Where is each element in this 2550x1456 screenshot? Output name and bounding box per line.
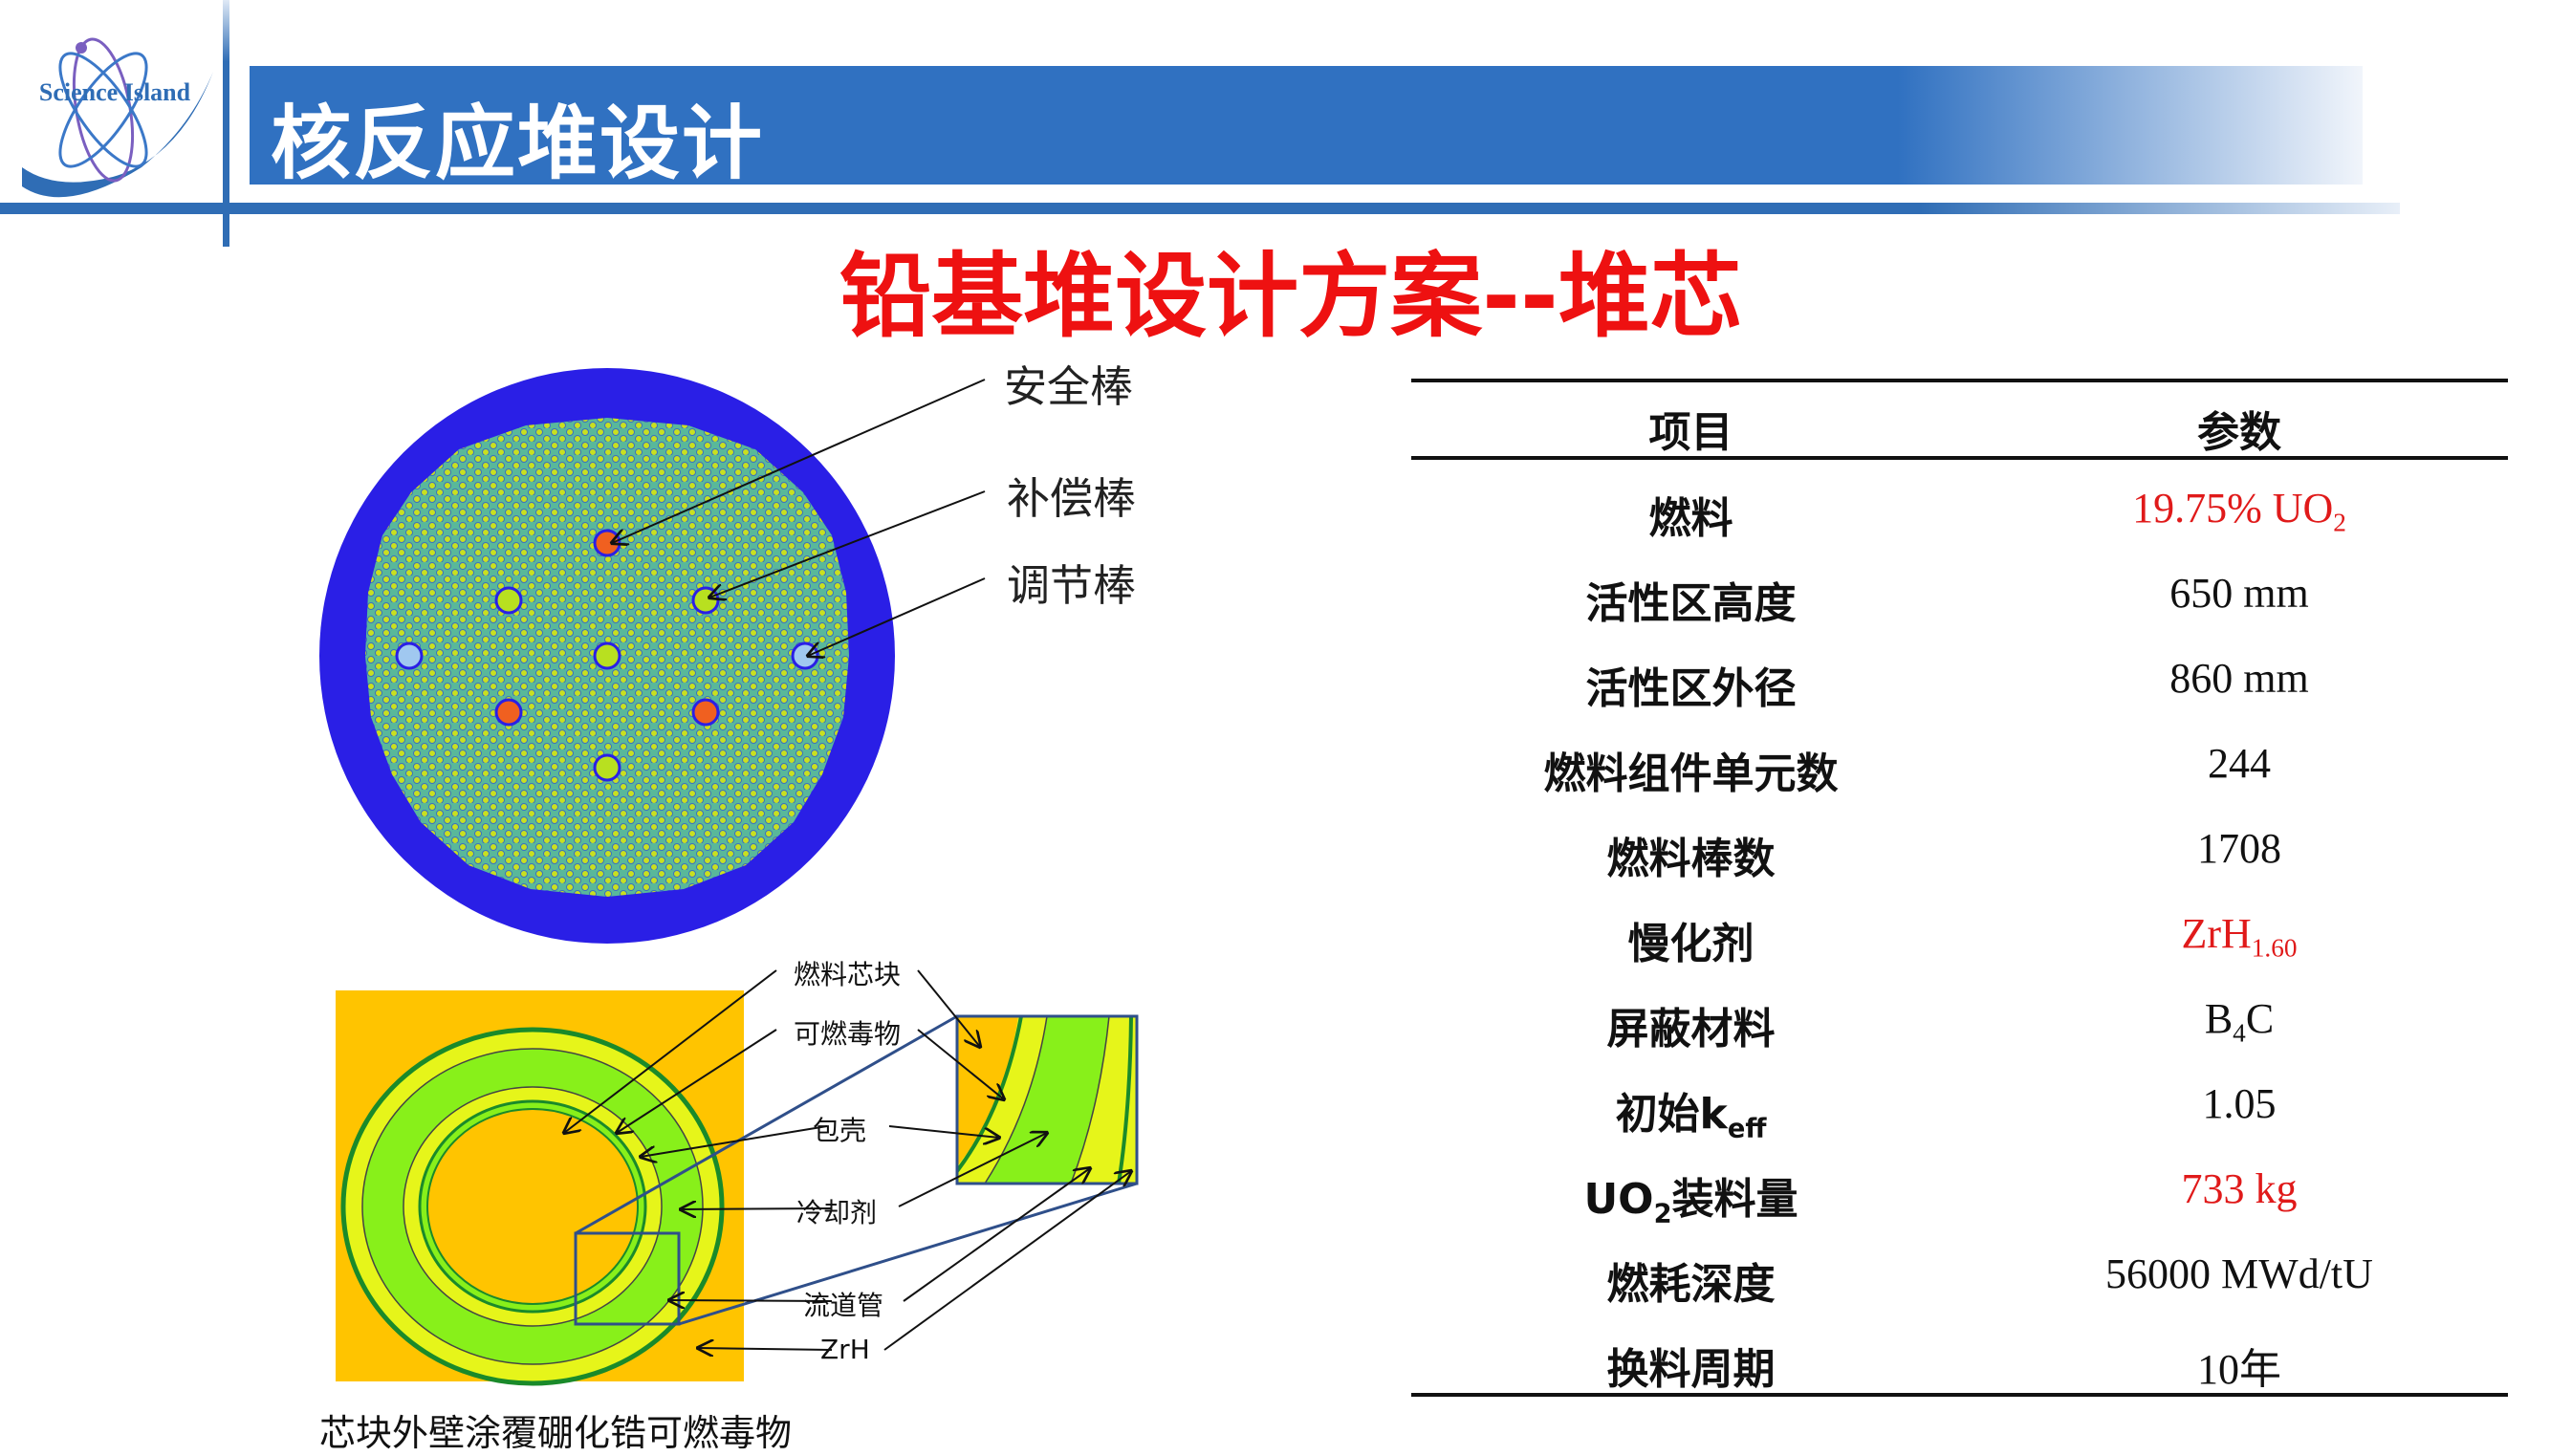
cell-text: 初始k (1615, 1090, 1728, 1139)
table-row: 燃料 19.75% UO2 (1411, 470, 2508, 554)
row-item: 燃耗深度 (1411, 1250, 1971, 1311)
row-item: 慢化剂 (1411, 909, 1971, 970)
label-cladding: 包壳 (813, 1115, 867, 1146)
figure-caption: 芯块外壁涂覆硼化锆可燃毒物 (319, 1412, 793, 1454)
row-value: 1.05 (1971, 1079, 2508, 1128)
cell-text: 慢化剂 (1627, 920, 1754, 968)
table-header-row: 项目 参数 (1411, 384, 2508, 468)
label-safety-rod: 安全棒 (1004, 361, 1134, 412)
subscript: eff (1727, 1114, 1767, 1144)
row-item: UO2装料量 (1411, 1164, 1971, 1229)
row-item: 燃料棒数 (1411, 824, 1971, 885)
cell-text: C (2245, 995, 2275, 1042)
header-title-bar: 核反应堆设计 (250, 66, 2363, 190)
cell-text: 860 mm (2169, 655, 2309, 702)
cell-text: ZrH (2181, 910, 2252, 957)
table-row: 屏蔽材料 B4C (1411, 981, 2508, 1065)
table-row: 燃料组件单元数 244 (1411, 726, 2508, 810)
slide-title: 铅基堆设计方案--堆芯 (839, 243, 1742, 350)
table-row: 慢化剂 ZrH1.60 (1411, 896, 2508, 980)
row-item: 初始keff (1411, 1079, 1971, 1144)
cell-text: B (2204, 995, 2234, 1042)
row-value: B4C (1971, 994, 2508, 1049)
row-item: 燃料组件单元数 (1411, 739, 1971, 800)
row-item: 换料周期 (1411, 1335, 1971, 1396)
row-value: 244 (1971, 739, 2508, 788)
cell-text: UO (1583, 1175, 1654, 1224)
row-value: 10年 (1971, 1335, 2508, 1396)
cell-text: 244 (2208, 740, 2271, 787)
cell-text: 装料量 (1671, 1175, 1798, 1224)
table-row: 初始keff 1.05 (1411, 1066, 2508, 1150)
row-item: 燃料 (1411, 484, 1971, 545)
row-item: 活性区高度 (1411, 569, 1971, 630)
row-value: 1708 (1971, 824, 2508, 873)
label-flow-tube: 流道管 (803, 1290, 884, 1321)
cell-text: 燃料棒数 (1606, 835, 1776, 883)
cell-text: 燃耗深度 (1606, 1260, 1776, 1309)
cell-text: 活性区外径 (1585, 664, 1797, 713)
row-value: 56000 MWd/tU (1971, 1250, 2508, 1298)
cell-text: 733 kg (2181, 1165, 2298, 1212)
header-title: 核反应堆设计 (271, 97, 765, 190)
cell-text: 1.05 (2202, 1080, 2277, 1127)
core-cross-section (319, 368, 986, 944)
table-row: 换料周期 10年 (1411, 1321, 2508, 1405)
cell-text: 燃料 (1648, 494, 1733, 543)
label-compensation-rod: 补偿棒 (1007, 473, 1137, 524)
cell-text: 屏蔽材料 (1606, 1005, 1776, 1054)
header-vertical-rule (223, 0, 229, 247)
row-item: 活性区外径 (1411, 654, 1971, 715)
table-row: 活性区高度 650 mm (1411, 555, 2508, 640)
row-value: 733 kg (1971, 1164, 2508, 1213)
cell-text: 19.75% UO (2132, 485, 2334, 532)
cell-text: 燃料组件单元数 (1543, 750, 1839, 798)
fuel-pin-cross-section (336, 969, 1139, 1386)
table-row: 燃耗深度 56000 MWd/tU (1411, 1236, 2508, 1320)
row-value: ZrH1.60 (1971, 909, 2508, 964)
subscript: 1.60 (2251, 933, 2298, 963)
table-bottom-rule (1411, 1393, 2508, 1397)
label-zrh: ZrH (820, 1334, 870, 1365)
table-top-rule (1411, 379, 2508, 382)
cell-text: 650 mm (2169, 570, 2309, 617)
svg-text:Science Island: Science Island (39, 78, 191, 106)
label-coolant: 冷却剂 (796, 1197, 878, 1228)
row-value: 650 mm (1971, 569, 2508, 618)
cell-text: 10年 (2197, 1346, 2281, 1393)
cell-text: 1708 (2197, 825, 2281, 872)
header-horizontal-rule (0, 203, 2400, 214)
subscript: 2 (1653, 1199, 1672, 1229)
header-item: 项目 (1648, 408, 1733, 457)
subscript: 2 (2333, 508, 2346, 537)
cell-text: 活性区高度 (1585, 579, 1797, 628)
subscript: 4 (2233, 1018, 2246, 1048)
science-island-logo: Science Island (22, 37, 213, 198)
table-row: 活性区外径 860 mm (1411, 641, 2508, 725)
label-regulating-rod: 调节棒 (1007, 560, 1137, 611)
header-parameter: 参数 (2197, 408, 2281, 457)
table-row: 燃料棒数 1708 (1411, 811, 2508, 895)
row-value: 860 mm (1971, 654, 2508, 703)
label-burnable-poison: 可燃毒物 (794, 1018, 902, 1050)
cell-text: 换料周期 (1606, 1345, 1776, 1394)
label-fuel-pellet: 燃料芯块 (794, 959, 902, 990)
row-item: 屏蔽材料 (1411, 994, 1971, 1055)
table-header-rule (1411, 456, 2508, 460)
table-row: UO2装料量 733 kg (1411, 1151, 2508, 1235)
cell-text: 56000 MWd/tU (2105, 1250, 2373, 1297)
row-value: 19.75% UO2 (1971, 484, 2508, 538)
